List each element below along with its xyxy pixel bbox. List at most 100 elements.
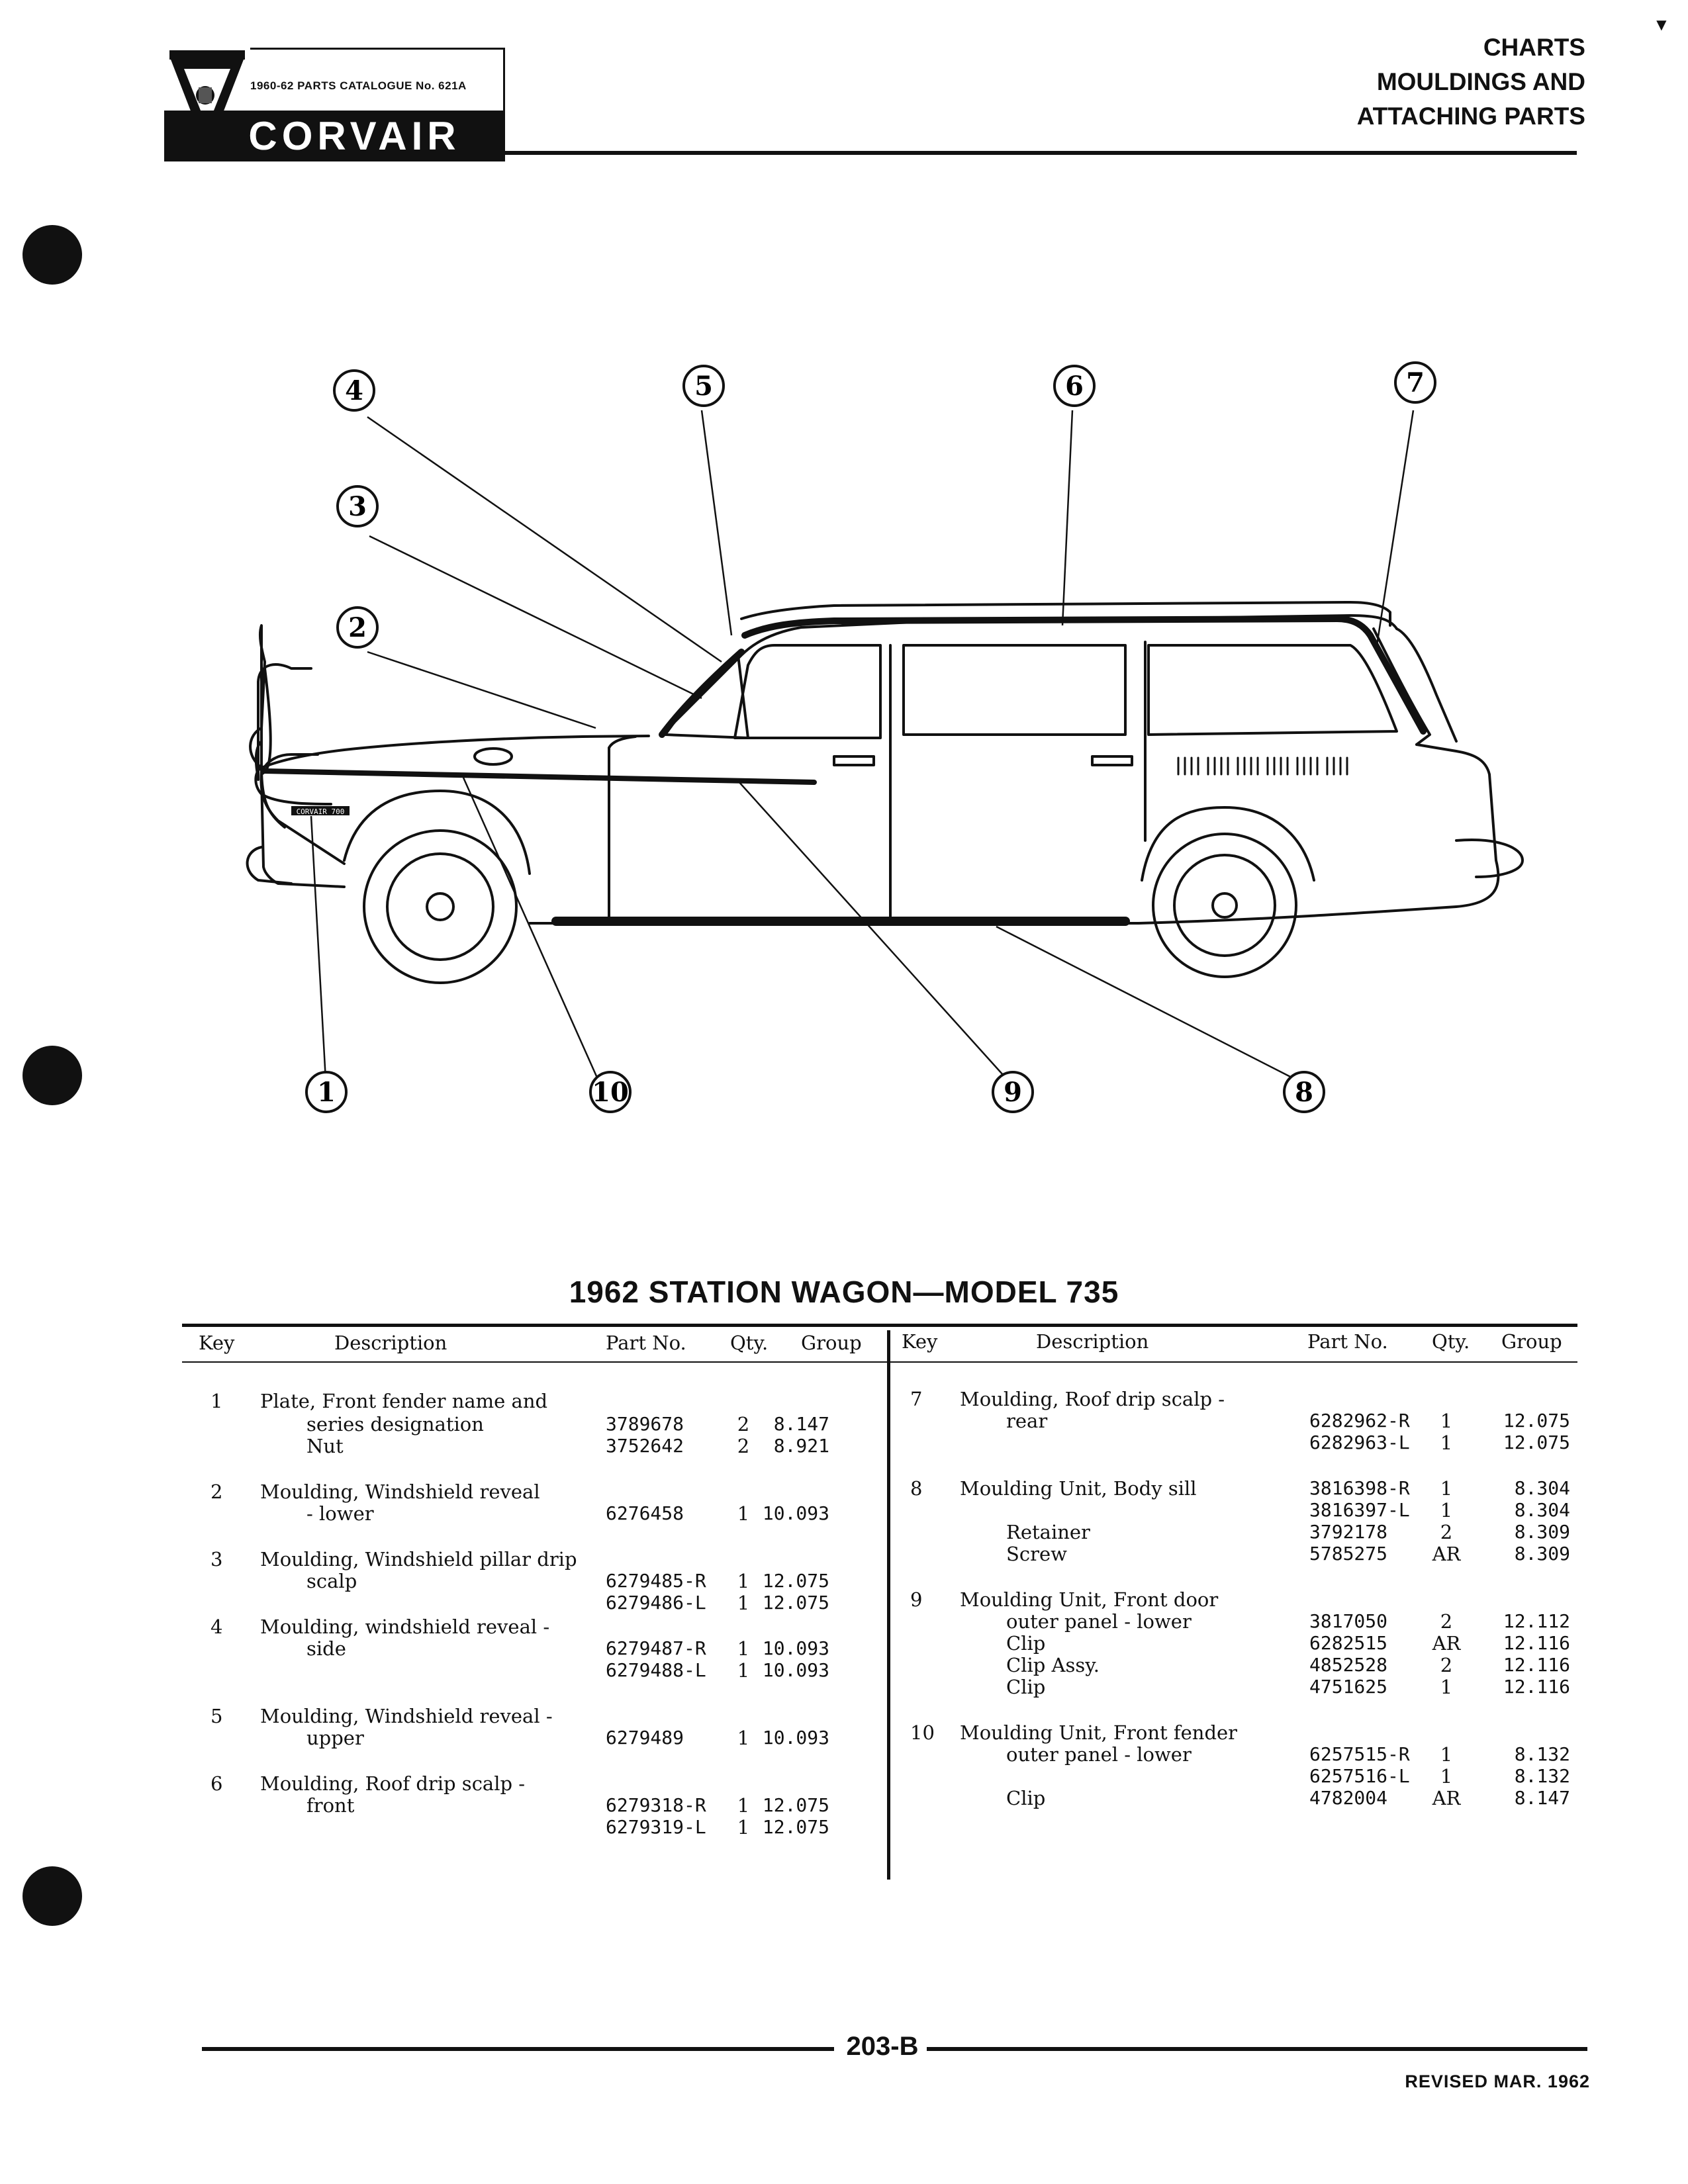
rear-door-handle [1091, 755, 1133, 766]
rear-body [1137, 743, 1500, 925]
callout-2: 2 [336, 606, 379, 649]
row-description: Moulding, Windshield reveal - [260, 1705, 553, 1727]
row-quantity: 1 [737, 1502, 750, 1525]
row-group: 12.075 [1503, 1432, 1570, 1453]
row-group: 8.304 [1514, 1477, 1570, 1499]
roof-line [661, 614, 1398, 736]
row-quantity: 1 [1440, 1743, 1453, 1766]
row-description: Clip [1006, 1787, 1046, 1809]
fender-nameplate [291, 806, 350, 815]
callout-5-number: 5 [694, 371, 713, 402]
row-part-number: 6257515-R [1309, 1743, 1410, 1765]
callout-9-number: 9 [1004, 1077, 1022, 1108]
row-description: Moulding Unit, Front fender [960, 1721, 1238, 1744]
rear-pillar [1372, 627, 1431, 746]
binder-hole-middle [23, 1046, 82, 1105]
callout-6: 6 [1053, 365, 1096, 407]
row-group: 12.075 [1503, 1410, 1570, 1432]
row-key: 2 [211, 1480, 223, 1503]
callout-4: 4 [333, 369, 375, 412]
row-description: Moulding, Windshield pillar drip [260, 1548, 577, 1570]
row-group: 8.132 [1514, 1743, 1570, 1765]
row-part-number: 6279485-R [606, 1570, 706, 1592]
row-part-number: 5785275 [1309, 1543, 1388, 1565]
row-group: 8.147 [1514, 1787, 1570, 1809]
row-quantity: 1 [1440, 1477, 1453, 1500]
row-part-number: 3789678 [606, 1413, 684, 1435]
row-part-number: 3816397-L [1309, 1499, 1410, 1521]
row-part-number: 6279318-R [606, 1794, 706, 1816]
callout-4-number: 4 [345, 375, 363, 406]
footer-rule-right [927, 2047, 1587, 2051]
row-description: outer panel - lower [1006, 1743, 1192, 1766]
row-description: - lower [306, 1502, 374, 1525]
front-door-front-edge [608, 735, 637, 749]
row-group: 8.921 [773, 1435, 829, 1457]
body-side-spear-moulding [262, 768, 817, 785]
row-quantity: 1 [1440, 1676, 1453, 1698]
row-quantity: 1 [737, 1570, 750, 1592]
front-door-handle [833, 755, 875, 766]
rear-quarter-window [1147, 644, 1398, 736]
header-description-right: Description [1036, 1330, 1149, 1353]
row-key: 10 [910, 1721, 935, 1744]
row-quantity: 2 [1440, 1610, 1453, 1633]
row-description: outer panel - lower [1006, 1610, 1192, 1633]
row-group: 12.116 [1503, 1632, 1570, 1654]
row-description: Retainer [1006, 1521, 1090, 1543]
row-description: Moulding, Windshield reveal [260, 1480, 540, 1503]
table-top-rule [182, 1324, 1577, 1327]
row-quantity: 1 [737, 1659, 750, 1682]
row-description: Plate, Front fender name and [260, 1390, 548, 1412]
header-qty-left: Qty. [730, 1332, 769, 1354]
row-description: scalp [306, 1570, 357, 1592]
catalogue-number-label: 1960-62 PARTS CATALOGUE No. 621A [250, 79, 467, 92]
table-header-rule [182, 1361, 1577, 1363]
header-rule [504, 151, 1577, 155]
row-group: 12.075 [762, 1816, 829, 1838]
row-part-number: 6279319-L [606, 1816, 706, 1838]
table-column-divider [887, 1330, 890, 1880]
hood-front-curve [254, 766, 332, 805]
row-key: 5 [211, 1705, 223, 1727]
fender-nameplate-text: CORVAIR 700 [297, 807, 345, 816]
row-description: Clip [1006, 1632, 1046, 1655]
row-part-number: 3752642 [606, 1435, 684, 1457]
callout-2-number: 2 [348, 612, 367, 643]
row-part-number: 6276458 [606, 1502, 684, 1524]
front-face [260, 776, 346, 888]
row-description: side [306, 1637, 346, 1660]
row-key: 1 [211, 1390, 223, 1412]
section-title: CHARTS MOULDINGS AND ATTACHING PARTS [1357, 30, 1585, 134]
footer-rule-left [202, 2047, 834, 2051]
row-part-number: 3816398-R [1309, 1477, 1410, 1499]
section-title-line-2: MOULDINGS AND [1376, 68, 1585, 95]
binder-hole-bottom [23, 1866, 82, 1926]
row-quantity: AR [1432, 1543, 1461, 1565]
row-description: Clip [1006, 1676, 1046, 1698]
revision-date: REVISED MAR. 1962 [1405, 2071, 1590, 2091]
row-group: 10.093 [762, 1727, 829, 1749]
row-quantity: 2 [737, 1435, 750, 1457]
hood-top [260, 735, 650, 769]
row-description: Screw [1006, 1543, 1067, 1565]
row-description: Clip Assy. [1006, 1654, 1100, 1676]
front-door-outline [608, 641, 1147, 925]
callout-3-number: 3 [348, 491, 367, 522]
row-quantity: 1 [1440, 1410, 1453, 1432]
row-key: 3 [211, 1548, 223, 1570]
row-quantity: 1 [737, 1727, 750, 1749]
fuel-door [473, 747, 513, 766]
row-quantity: 1 [737, 1794, 750, 1817]
row-part-number: 4782004 [1309, 1787, 1388, 1809]
header-qty-right: Qty. [1432, 1330, 1470, 1353]
row-description: Moulding, Roof drip scalp - [260, 1772, 526, 1795]
header-partno-left: Part No. [606, 1332, 686, 1354]
row-key: 6 [211, 1772, 223, 1795]
row-part-number: 6282515 [1309, 1632, 1388, 1654]
header-group-right: Group [1501, 1330, 1562, 1353]
row-part-number: 3817050 [1309, 1610, 1388, 1632]
front-wheel-arch [343, 790, 531, 875]
row-part-number: 6282962-R [1309, 1410, 1410, 1432]
row-quantity: 2 [1440, 1654, 1453, 1676]
